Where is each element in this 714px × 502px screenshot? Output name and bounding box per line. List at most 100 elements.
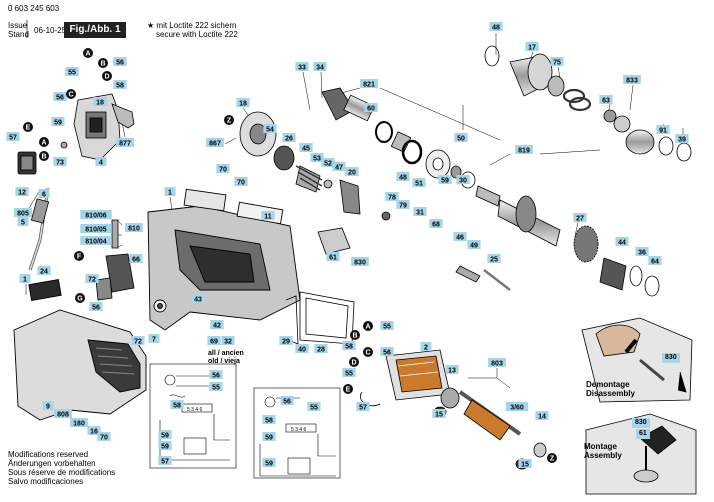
issue-label: Issue [8, 21, 28, 30]
connection-marker: F [74, 251, 84, 261]
part-callout-number: 61 [329, 255, 337, 262]
part-callout: 91 [656, 125, 670, 135]
part-callout-number: 55 [68, 70, 76, 77]
part-callout: 51 [412, 178, 426, 188]
part-callout-number: 27 [576, 216, 584, 223]
wiring-diagram-left [149, 363, 237, 469]
part-callout: 808 [54, 409, 72, 419]
part-callout: 59 [158, 430, 172, 440]
part-callout-number: 34 [316, 65, 324, 72]
connection-marker: D [349, 357, 359, 367]
part-callout: 42 [210, 320, 224, 330]
loctite-note: ★ mit Loctite 222 sichern secure with Lo… [147, 21, 238, 39]
part-callout: 803 [488, 358, 506, 368]
part-callout-number: 50 [457, 136, 465, 143]
part-callout-number: 55 [310, 405, 318, 412]
part-callout-number: 26 [285, 136, 293, 143]
switch-assembly [17, 93, 135, 175]
part-callout-number: 52 [324, 161, 332, 168]
modifications-notice: Modifications reserved Änderungen vorbeh… [8, 450, 115, 486]
part-callout: 70 [234, 177, 248, 187]
part-callout-number: 75 [553, 60, 561, 67]
part-callout-number: 56 [92, 305, 100, 312]
part-callout-number: 60 [367, 106, 375, 113]
part-callout: 63 [599, 95, 613, 105]
connection-marker-letter: A [41, 140, 46, 147]
modifications-line: Änderungen vorbehalten [8, 459, 96, 468]
connection-marker: E [23, 122, 33, 132]
part-callout: 810/06 [80, 210, 112, 220]
part-callout-number: 17 [528, 45, 536, 52]
connection-marker: A [363, 321, 373, 331]
part-callout: 1 [164, 187, 176, 197]
part-callout: 56 [209, 370, 223, 380]
part-callout-number: 55 [212, 385, 220, 392]
part-callout: 53 [310, 153, 324, 163]
part-callout: 55 [209, 382, 223, 392]
part-callout-number: 72 [134, 339, 142, 346]
connection-marker: A [83, 48, 93, 58]
part-callout-number: 58 [116, 83, 124, 90]
note-line-2: secure with Loctite 222 [156, 30, 238, 39]
part-callout-number: 53 [313, 156, 321, 163]
montage-label: Montage Assembly [584, 442, 622, 460]
part-callout-number: 32 [224, 339, 232, 346]
part-callout: 4 [95, 157, 107, 167]
part-callout: 12 [15, 187, 29, 197]
part-callout: 58 [342, 341, 356, 351]
part-callout: 180 [70, 418, 88, 428]
connection-marker: C [363, 347, 373, 357]
part-callout: 58 [262, 415, 276, 425]
part-callout: 45 [299, 143, 313, 153]
part-callout-number: 30 [459, 178, 467, 185]
part-callout: 59 [262, 458, 276, 468]
part-callout-number: 18 [96, 100, 104, 107]
part-callout: 47 [332, 162, 346, 172]
part-callout: 60 [364, 103, 378, 113]
part-callout-number: 48 [399, 175, 407, 182]
connection-marker: G [75, 293, 85, 303]
part-callout-number: 59 [54, 120, 62, 127]
part-callout-number: 803 [491, 361, 503, 368]
part-callout-number: 1 [168, 190, 172, 197]
part-callout-number: 830 [354, 260, 366, 267]
part-callout: 15 [432, 409, 446, 419]
connection-marker-letter: C [365, 350, 370, 357]
part-callout: 18 [236, 98, 250, 108]
part-callout: 55 [342, 368, 356, 378]
part-callout-number: 12 [18, 190, 26, 197]
part-callout-number: 13 [448, 368, 456, 375]
part-callout-number: 58 [265, 418, 273, 425]
wiring-diagram-right [253, 387, 341, 479]
power-cable [28, 187, 50, 271]
part-callout: 18 [93, 97, 107, 107]
part-callout-number: 59 [265, 435, 273, 442]
part-callout-number: 78 [388, 195, 396, 202]
part-callout: 52 [321, 158, 335, 168]
part-callout-number: 43 [194, 297, 202, 304]
part-callout-number: 810/04 [85, 239, 107, 246]
montage-panel [585, 413, 697, 495]
part-callout: 66 [129, 254, 143, 264]
part-callout-number: 29 [282, 339, 290, 346]
part-callout: 50 [454, 133, 468, 143]
part-callout: 36 [635, 247, 649, 257]
part-callout-number: 31 [416, 210, 424, 217]
part-callout: 70 [216, 164, 230, 174]
terminal-numbers: 5 3 4 6 [291, 427, 307, 433]
part-callout: 70 [97, 432, 111, 442]
connection-marker-letter: C [68, 92, 73, 99]
stand-label: Stand [8, 30, 29, 39]
part-callout: 25 [487, 254, 501, 264]
part-callout-number: 56 [212, 373, 220, 380]
connection-marker-letter: A [365, 324, 370, 331]
part-callout-number: 18 [239, 101, 247, 108]
part-callout: 2 [420, 342, 432, 352]
part-callout: 40 [295, 344, 309, 354]
part-callout-number: 46 [456, 235, 464, 242]
connection-marker-letter: G [77, 296, 83, 303]
part-callout-number: 47 [335, 165, 343, 172]
part-callout: 56 [89, 302, 103, 312]
part-callout: 56 [280, 396, 294, 406]
part-callout-number: 810 [128, 226, 140, 233]
